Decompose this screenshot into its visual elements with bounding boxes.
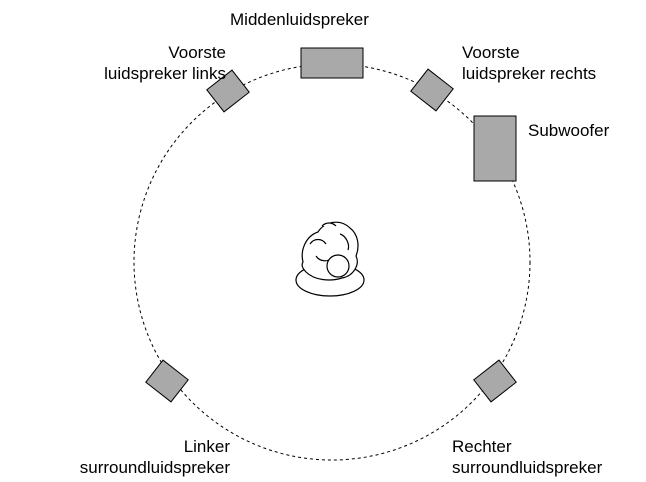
front-left-speaker-label: Voorste luidspreker links — [80, 42, 226, 84]
listener-icon — [295, 221, 365, 297]
subwoofer-label-line1: Subwoofer — [528, 121, 610, 140]
center-speaker — [300, 47, 364, 79]
surround-right-speaker-label-line2: surroundluidspreker — [452, 458, 603, 477]
surround-right-speaker-label-line1: Rechter — [452, 437, 512, 456]
surround-right-speaker — [473, 359, 517, 403]
subwoofer-speaker — [473, 115, 517, 182]
surround-left-speaker-label: Linker surroundluidspreker — [60, 436, 230, 478]
front-left-speaker-label-line2: luidspreker links — [104, 64, 226, 83]
subwoofer-label: Subwoofer — [528, 120, 609, 141]
front-right-speaker-label: Voorste luidspreker rechts — [462, 42, 596, 84]
front-left-speaker — [206, 69, 250, 113]
surround-left-speaker-label-line1: Linker — [183, 437, 230, 456]
surround-left-speaker — [145, 359, 189, 403]
front-right-speaker — [410, 68, 454, 112]
front-right-speaker-label-line1: Voorste — [462, 43, 520, 62]
center-speaker-label-line1: Middenluidspreker — [230, 10, 369, 29]
front-left-speaker-label-line1: Voorste — [168, 43, 226, 62]
surround-left-speaker-label-line2: surroundluidspreker — [79, 458, 230, 477]
center-speaker-label: Middenluidspreker — [230, 9, 369, 30]
surround-right-speaker-label: Rechter surroundluidspreker — [452, 436, 602, 478]
front-right-speaker-label-line2: luidspreker rechts — [462, 64, 597, 83]
